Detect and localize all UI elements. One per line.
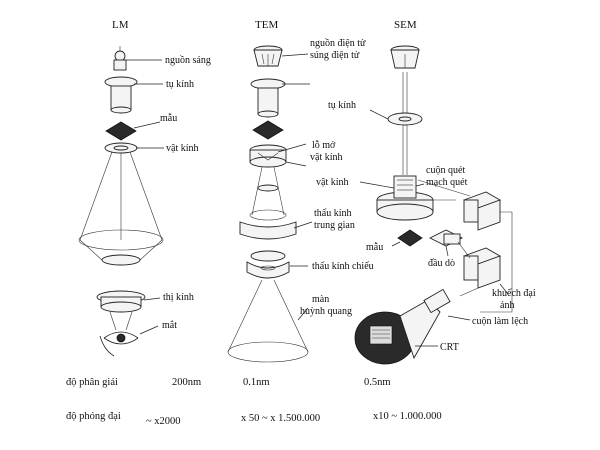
magnification-row: độ phóng đại ~ x2000 x 50 ~ x 1.500.000 … <box>66 411 442 427</box>
magnification-sem: x10 ~ 1.000.000 <box>373 411 442 422</box>
sem-condenser <box>388 113 422 125</box>
lm-sample-label: mẫu <box>160 113 177 124</box>
tem-condenser <box>251 79 285 117</box>
lm-light-cone <box>79 152 163 265</box>
tem-intermediate-label-1: thấu kính <box>314 208 352 219</box>
sem-condenser-label: tụ kính <box>328 100 356 111</box>
sem-sample-label: mẫu <box>366 242 383 253</box>
sem-sample <box>398 230 422 246</box>
magnification-tem: x 50 ~ x 1.500.000 <box>241 413 320 424</box>
sem-deflection-coil-label: cuộn làm lệch <box>472 316 528 327</box>
sem-objective-label: vật kính <box>316 177 349 188</box>
lm-column: nguồn sáng tụ kính mẫu vật kính thị kính… <box>79 46 211 356</box>
magnification-label: độ phóng đại <box>66 411 121 422</box>
resolution-lm: 200nm <box>172 377 201 388</box>
tem-screen-cone <box>228 280 308 362</box>
sem-objective <box>377 176 433 220</box>
sem-amplifier-label-1: khuếch đại <box>492 288 536 299</box>
sem-amplifier-label-2: ảnh <box>500 300 514 311</box>
resolution-label: độ phân giải <box>66 377 118 388</box>
tem-aperture-label-2: vật kính <box>310 152 343 163</box>
tem-intermediate-label-2: trung gian <box>314 220 355 231</box>
lm-sample <box>106 122 136 140</box>
lm-source-label: nguồn sáng <box>165 55 211 66</box>
resolution-row: độ phân giải 200nm 0.1nm 0.5nm <box>66 377 391 388</box>
tem-header: TEM <box>255 19 278 31</box>
lm-eyepiece <box>97 291 145 330</box>
sem-scan-coil-label-2: mạch quét <box>426 177 468 188</box>
tem-aperture-label-1: lỗ mở <box>312 140 336 151</box>
lm-condenser <box>105 77 137 113</box>
tem-gun-label-2: súng điện tử <box>310 50 360 61</box>
sem-crt <box>355 289 450 364</box>
sem-scan-coil-label-1: cuộn quét <box>426 165 465 176</box>
tem-sample <box>253 121 283 139</box>
lm-objective <box>105 143 137 153</box>
lm-header: LM <box>112 19 129 31</box>
tem-screen-label-2: huỳnh quang <box>300 306 352 317</box>
tem-projector-lens <box>247 251 289 278</box>
tem-objective <box>250 145 286 167</box>
tem-gun-label-1: nguồn điện tử <box>310 38 366 49</box>
tem-screen-label-1: màn <box>312 294 329 305</box>
lm-eye <box>100 332 138 356</box>
resolution-tem: 0.1nm <box>243 377 270 388</box>
tem-electron-gun <box>254 46 282 66</box>
lm-eyepiece-label: thị kính <box>163 292 194 303</box>
lm-light-source <box>114 46 126 70</box>
sem-detector <box>430 230 462 246</box>
tem-intermediate-lens <box>240 167 296 239</box>
lm-condenser-label: tụ kính <box>166 79 194 90</box>
sem-amplifier-box <box>464 248 500 288</box>
sem-header: SEM <box>394 19 417 31</box>
resolution-sem: 0.5nm <box>364 377 391 388</box>
magnification-lm: ~ x2000 <box>146 416 181 427</box>
tem-column: nguồn điện tử súng điện tử lỗ mở vật kín… <box>228 38 374 362</box>
sem-scan-generator-box <box>464 192 500 230</box>
lm-objective-label: vật kính <box>166 143 199 154</box>
tem-projector-label: thấu kính chiếu <box>312 261 374 272</box>
sem-electron-gun <box>391 46 419 68</box>
sem-crt-label: CRT <box>440 342 459 353</box>
sem-probe-label: đầu dò <box>428 258 455 269</box>
lm-eye-label: mắt <box>162 320 177 331</box>
